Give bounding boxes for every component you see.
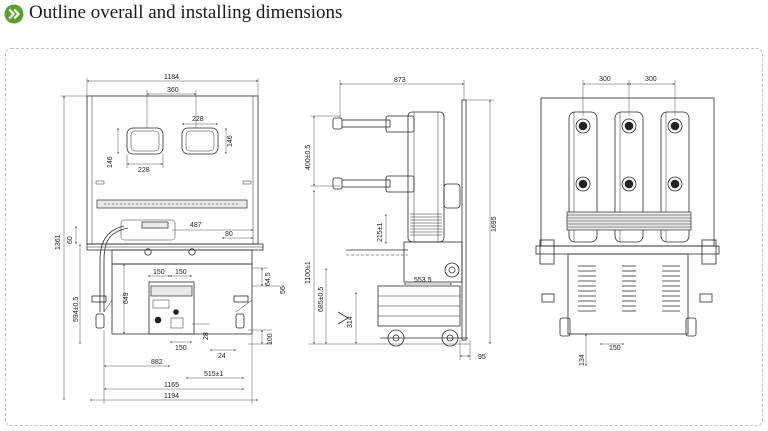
back-view: 300 300 (535, 76, 720, 366)
dim-front-228-bottom: 228 (138, 167, 150, 174)
dim-front-594: 594±0.5 (73, 297, 80, 322)
dim-front-80: 80 (225, 231, 233, 238)
back-pole-b (614, 111, 644, 243)
double-chevron-right-icon (4, 4, 24, 24)
dim-front-515: 515±1 (204, 371, 224, 378)
dim-front-28: 28 (203, 332, 210, 340)
drawing-frame (5, 48, 763, 426)
dim-front-146-right: 146 (227, 135, 234, 147)
dim-side-873: 873 (394, 77, 406, 84)
front-upper-panel (86, 95, 259, 245)
dim-front-649: 649 (123, 292, 130, 304)
dim-front-60: 60 (67, 236, 74, 244)
dim-side-553-5: 553.5 (414, 277, 432, 284)
dim-side-95: 95 (478, 354, 486, 361)
dim-front-487: 487 (190, 222, 202, 229)
dim-front-1165: 1165 (164, 382, 179, 389)
front-window-right (181, 127, 219, 155)
dim-front-56: 56 (280, 286, 287, 294)
dim-side-215: 215±1 (377, 222, 384, 242)
dim-side-400: 400±0.5 (305, 145, 312, 170)
dim-front-146-left: 146 (107, 156, 114, 168)
dim-front-882: 882 (151, 359, 163, 366)
dim-back-134: 134 (579, 354, 586, 366)
side-view: 873 (305, 77, 498, 361)
dim-front-1184: 1184 (164, 74, 179, 81)
dim-front-360: 360 (167, 87, 179, 94)
back-pole-c (660, 111, 690, 243)
dim-side-685: 685±0.5 (318, 287, 325, 312)
dim-front-150-right-top: 150 (175, 269, 187, 276)
dim-side-314: 314 (347, 316, 354, 328)
dim-front-100: 100 (267, 333, 274, 345)
dim-back-300-left: 300 (599, 76, 611, 83)
dim-front-150-left-top: 150 (153, 269, 165, 276)
dim-back-150: 150 (609, 345, 621, 352)
dim-front-150-bottom: 150 (175, 345, 187, 352)
dim-front-1361: 1361 (55, 234, 62, 250)
dim-back-300-right: 300 (645, 76, 657, 83)
dim-side-1695: 1695 (491, 216, 498, 232)
front-window-left (126, 127, 164, 155)
dim-front-24: 24 (218, 353, 226, 360)
dim-side-1100: 1100±1 (305, 261, 312, 284)
header: Outline overall and installing dimension… (0, 0, 768, 30)
page-title: Outline overall and installing dimension… (29, 2, 343, 23)
dim-front-1194: 1194 (164, 393, 179, 400)
back-pole-a (568, 111, 598, 243)
dim-front-228-top: 228 (192, 116, 204, 123)
front-view: 1184 360 228 228 146 146 (55, 74, 287, 404)
dim-front-64-5: 64.5 (265, 272, 272, 286)
